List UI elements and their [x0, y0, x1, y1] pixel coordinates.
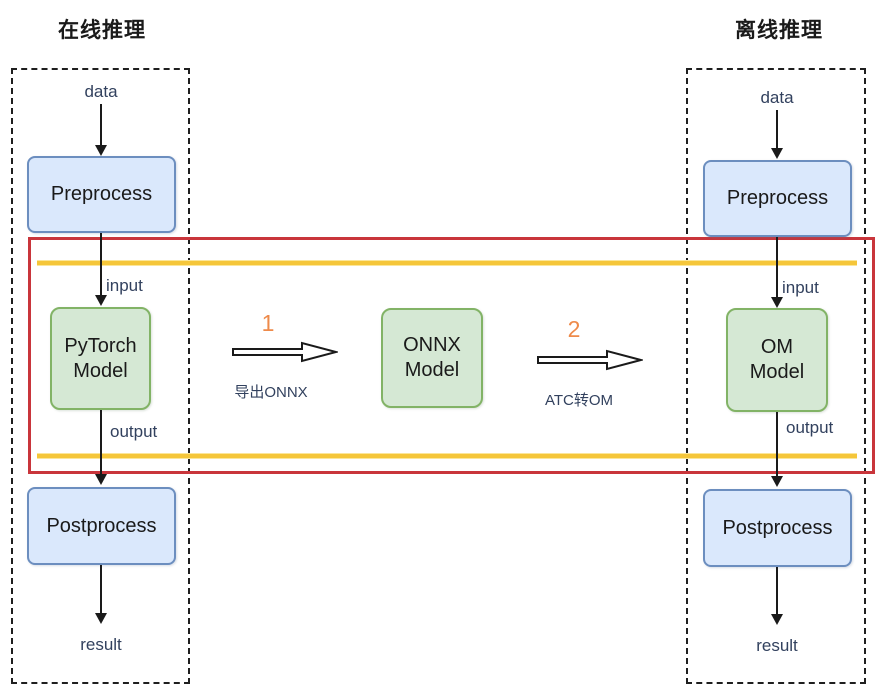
arrow-down-icon [776, 110, 778, 148]
data-label-left: data [84, 82, 118, 101]
output-label-left: output [110, 422, 158, 441]
result-label-left: result [80, 635, 122, 654]
arrow-down-icon [100, 565, 102, 613]
arrow-down-icon [100, 104, 102, 145]
step1-number: 1 [261, 310, 275, 336]
yellow-divider-bottom [37, 454, 857, 458]
input-label-left: input [106, 276, 143, 295]
data-label-right: data [760, 88, 794, 107]
result-label-right: result [756, 636, 798, 655]
arrow-right-icon [537, 349, 643, 371]
onnx-model-line2: Model [404, 359, 460, 381]
conversion-highlight-box [28, 237, 875, 474]
postprocess-node-right: Postprocess [703, 489, 852, 567]
output-label-right: output [786, 418, 834, 437]
om-model-line2: Model [749, 361, 805, 383]
om-model-line1: OM [760, 336, 794, 358]
postprocess-node-left: Postprocess [27, 487, 176, 565]
arrow-down-icon [776, 567, 778, 614]
arrow-right-icon [232, 341, 338, 363]
pytorch-model-line1: PyTorch [64, 334, 137, 357]
offline-inference-title: 离线推理 [735, 19, 823, 42]
arrow-down-icon [100, 410, 102, 474]
step2-number: 2 [567, 316, 581, 342]
arrow-down-icon [776, 237, 778, 297]
postprocess-node-left-label: Postprocess [46, 514, 157, 537]
onnx-model-node: ONNX Model [381, 308, 483, 408]
pytorch-model-node-label: PyTorch Model [64, 334, 136, 384]
pytorch-model-line2: Model [73, 359, 128, 382]
onnx-model-node-label: ONNX Model [403, 333, 461, 383]
offline-inference-panel [686, 68, 866, 684]
step2-label: ATC转OM [544, 392, 614, 409]
arrow-down-icon [776, 412, 778, 476]
om-model-node: OM Model [726, 308, 828, 412]
preprocess-node-right-label: Preprocess [726, 187, 829, 209]
pytorch-model-node: PyTorch Model [50, 307, 151, 410]
yellow-divider-top [37, 261, 857, 265]
onnx-model-line1: ONNX [403, 334, 461, 356]
preprocess-node-left: Preprocess [27, 156, 176, 233]
input-label-right: input [782, 278, 819, 297]
step1-label: 导出ONNX [234, 384, 308, 401]
online-inference-panel [11, 68, 190, 684]
preprocess-node-left-label: Preprocess [50, 183, 153, 205]
om-model-node-label: OM Model [750, 335, 804, 385]
preprocess-node-right: Preprocess [703, 160, 852, 237]
arrow-down-icon [100, 233, 102, 295]
postprocess-node-right-label: Postprocess [722, 516, 833, 539]
online-inference-title: 在线推理 [58, 19, 146, 42]
